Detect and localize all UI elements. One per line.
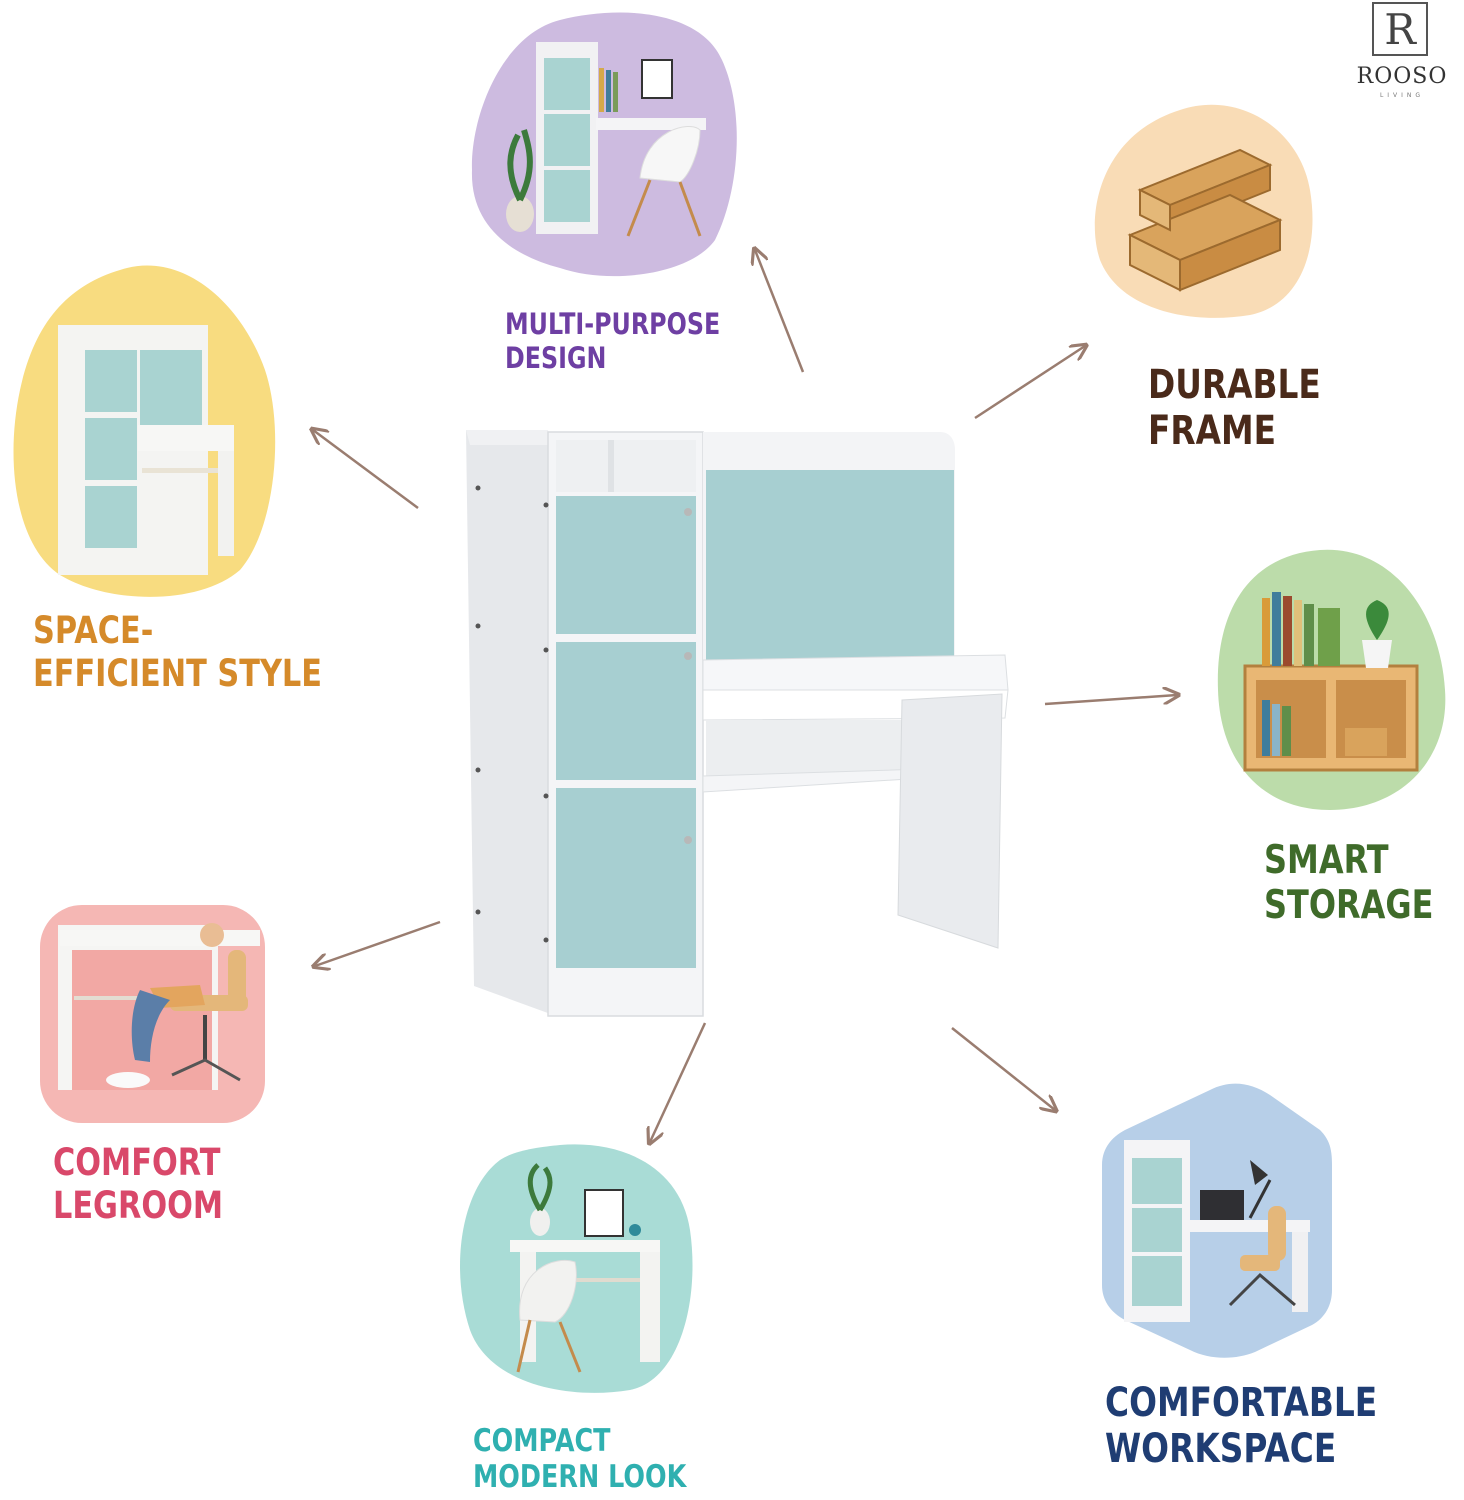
- arrow-comfortable-workspace: [951, 1027, 1055, 1110]
- arrow-comfort-legroom: [315, 920, 441, 966]
- compact-modern-image: [460, 1144, 693, 1393]
- comfortable-workspace-image: [1102, 1083, 1332, 1358]
- multi-purpose-image: [471, 12, 737, 277]
- arrow-multi-purpose: [755, 250, 805, 373]
- brand-name: ROOSO: [1356, 64, 1448, 89]
- brand-tagline: LIVING: [1379, 92, 1425, 99]
- space-efficient-image: [13, 265, 276, 597]
- arrow-smart-storage: [1044, 695, 1177, 706]
- durable-frame-image: [1094, 104, 1313, 318]
- brand-logo: R: [1372, 2, 1428, 56]
- label-space-efficient: SPACE- EFFICIENT STYLE: [33, 609, 322, 695]
- logo-letter: R: [1384, 4, 1416, 54]
- central-desk-product: [466, 430, 1009, 1017]
- label-multi-purpose: MULTI-PURPOSE DESIGN: [505, 307, 721, 375]
- label-comfort-legroom: COMFORT LEGROOM: [53, 1141, 224, 1227]
- label-comfortable-workspace: COMFORTABLE WORKSPACE: [1105, 1380, 1378, 1473]
- label-durable-frame: DURABLE FRAME: [1148, 362, 1321, 455]
- label-smart-storage: SMART STORAGE: [1264, 838, 1434, 929]
- arrow-compact-modern: [650, 1022, 707, 1142]
- arrow-durable-frame: [974, 346, 1085, 420]
- label-compact-modern: COMPACT MODERN LOOK: [473, 1423, 687, 1495]
- smart-storage-image: [1217, 549, 1446, 810]
- comfort-legroom-image: [40, 905, 265, 1123]
- arrow-space-efficient: [313, 430, 419, 510]
